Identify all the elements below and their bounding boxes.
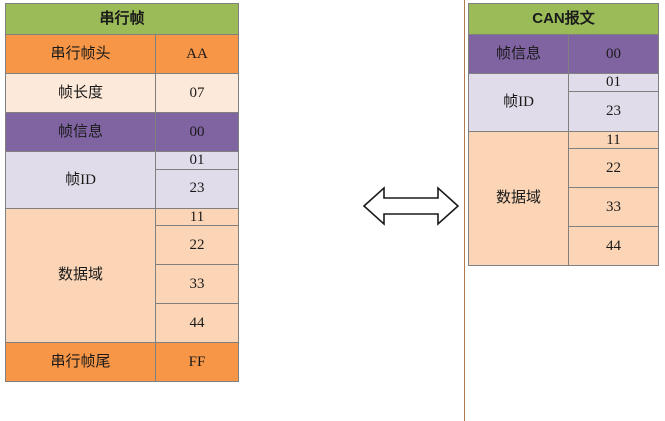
row-value-frame-length: 07: [154, 73, 240, 113]
can-row-value-frame-id-byte1: 23: [568, 90, 659, 132]
table-row: 串行帧: [4, 3, 240, 35]
row-value-frame-id-byte1: 23: [154, 168, 240, 209]
row-label-frame-id: 帧ID: [5, 151, 156, 209]
table-row: CAN报文: [468, 3, 659, 35]
row-label-frame-info: 帧信息: [5, 112, 156, 152]
row-value-data-byte1: 22: [154, 225, 240, 265]
table-row: 串行帧头 AA: [5, 34, 240, 74]
can-row-label-frame-info: 帧信息: [468, 34, 569, 74]
can-row-label-data-field: 数据域: [468, 130, 569, 266]
table-row: 帧信息 00: [468, 34, 659, 74]
can-message-title: CAN报文: [468, 3, 659, 35]
table-row: 帧信息 00: [5, 112, 240, 152]
table-row: 22: [469, 148, 659, 188]
table-row: 33: [469, 187, 659, 227]
table-row: 23: [6, 168, 240, 209]
table-row: 帧ID 01: [468, 73, 659, 132]
table-row: 帧长度 07: [5, 73, 240, 113]
row-value-frame-info: 00: [154, 112, 240, 152]
row-label-data-field: 数据域: [5, 207, 156, 343]
can-row-value-data-byte1: 22: [568, 148, 659, 188]
row-value-serial-frame-head: AA: [154, 34, 240, 74]
row-label-serial-frame-tail: 串行帧尾: [5, 342, 156, 382]
table-row: 数据域 11: [468, 130, 659, 266]
row-value-data-byte2: 33: [154, 264, 240, 304]
table-row: 44: [469, 226, 659, 266]
double-headed-arrow-icon: [362, 186, 460, 226]
serial-frame-table: 串行帧 串行帧头 AA 帧长度 07 帧信息 00 帧ID 01: [4, 3, 240, 382]
can-message-table: CAN报文 帧信息 00 帧ID 01 23 数据域 11 22: [468, 3, 659, 266]
row-value-data-byte3: 44: [154, 303, 240, 343]
table-row: 44: [6, 303, 240, 343]
row-value-frame-id-byte0: 01: [154, 151, 240, 170]
can-row-label-frame-id: 帧ID: [468, 73, 569, 132]
can-row-value-frame-id-byte0: 01: [568, 73, 659, 92]
can-row-value-data-byte3: 44: [568, 226, 659, 266]
row-label-frame-length: 帧长度: [5, 73, 156, 113]
can-row-value-frame-info: 00: [568, 34, 659, 74]
serial-frame-title: 串行帧: [4, 3, 240, 35]
can-row-value-data-byte0: 11: [568, 130, 659, 149]
table-row: 22: [6, 225, 240, 265]
table-row: 23: [469, 90, 659, 132]
can-row-value-data-byte2: 33: [568, 187, 659, 227]
row-value-serial-frame-tail: FF: [154, 342, 240, 382]
table-row: 数据域 11: [5, 207, 240, 343]
table-row: 帧ID 01: [5, 151, 240, 209]
table-row: 串行帧尾 FF: [5, 342, 240, 382]
row-label-serial-frame-head: 串行帧头: [5, 34, 156, 74]
vertical-divider-rule: [464, 0, 465, 421]
row-value-data-byte0: 11: [154, 207, 240, 226]
